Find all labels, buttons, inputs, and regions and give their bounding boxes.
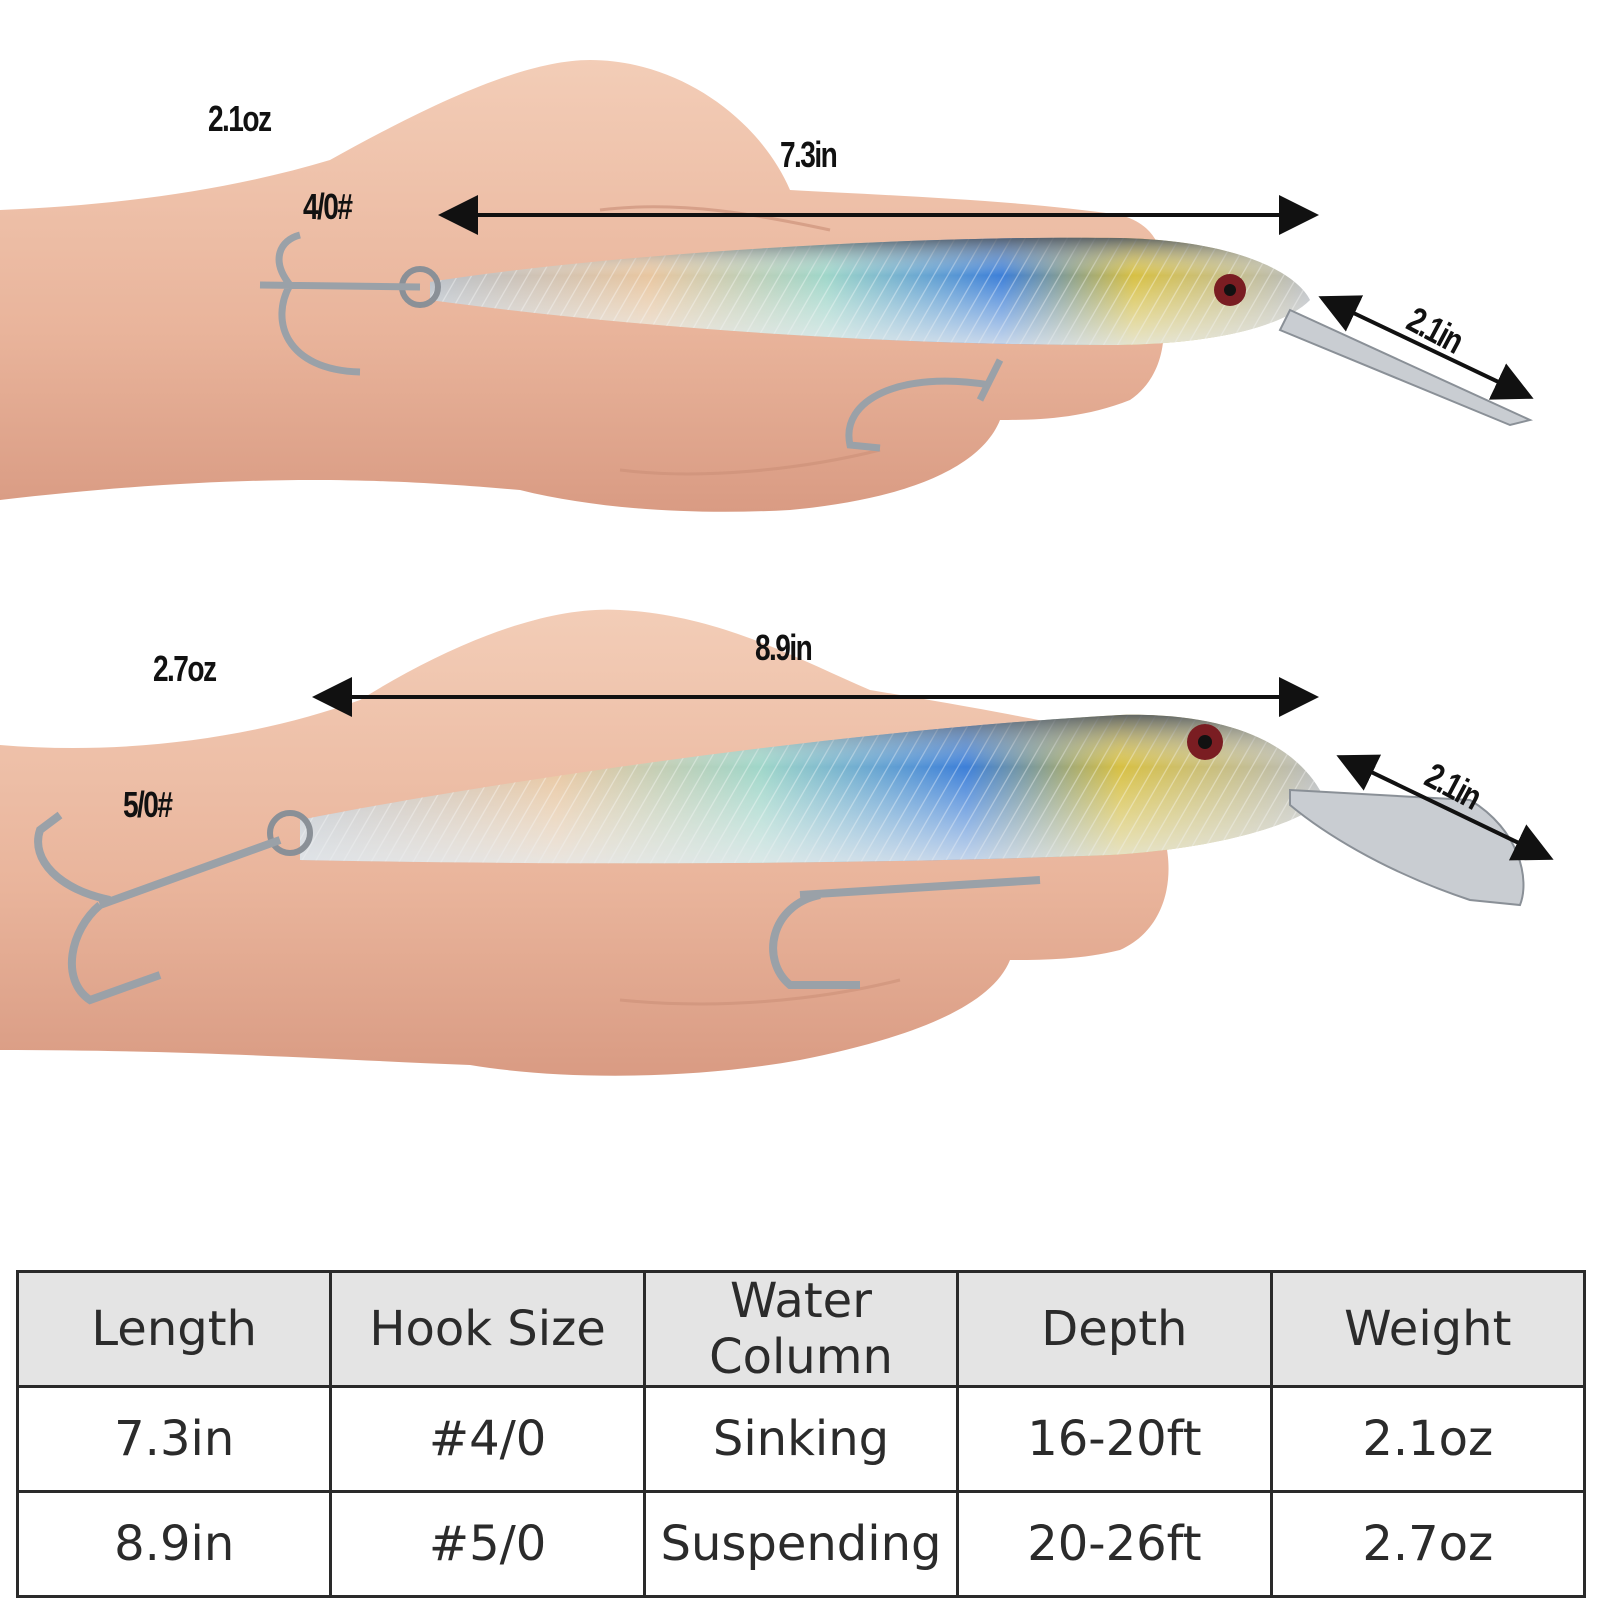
dimension-arrows [312,195,1554,861]
header-weight: Weight [1269,1270,1587,1388]
lure-illustration [0,60,1554,1076]
product-photo: 2.1oz 4/0# 7.3in 2.1in 2.7oz 5/0# 8.9in … [0,60,1554,1076]
header-depth: Depth [956,1270,1273,1388]
header-length: Length [15,1270,333,1388]
top-weight-label: 2.1oz [208,98,272,139]
bottom-weight-label: 2.7oz [153,648,217,689]
bottom-hook-label: 5/0# [123,784,173,825]
spec-table: Length Hook Size Water Column Depth Weig… [15,1270,1587,1598]
table-cell: #4/0 [329,1385,646,1493]
table-cell: Suspending [642,1490,960,1598]
table-header-row: Length Hook Size Water Column Depth Weig… [15,1270,1587,1388]
table-cell: 2.7oz [1269,1490,1587,1598]
table-cell: 7.3in [15,1385,333,1493]
table-cell: 2.1oz [1269,1385,1587,1493]
top-length-label: 7.3in [780,134,838,175]
table-cell: 16-20ft [956,1385,1273,1493]
top-hook-label: 4/0# [303,186,353,227]
table-cell: 8.9in [15,1490,333,1598]
table-row: 7.3in #4/0 Sinking 16-20ft 2.1oz [15,1385,1587,1493]
header-water-column: Water Column [642,1270,960,1388]
table-cell: #5/0 [329,1490,646,1598]
table-cell: Sinking [642,1385,960,1493]
table-row: 8.9in #5/0 Suspending 20-26ft 2.7oz [15,1490,1587,1598]
bottom-length-label: 8.9in [755,627,813,668]
header-hook-size: Hook Size [329,1270,646,1388]
table-cell: 20-26ft [956,1490,1273,1598]
